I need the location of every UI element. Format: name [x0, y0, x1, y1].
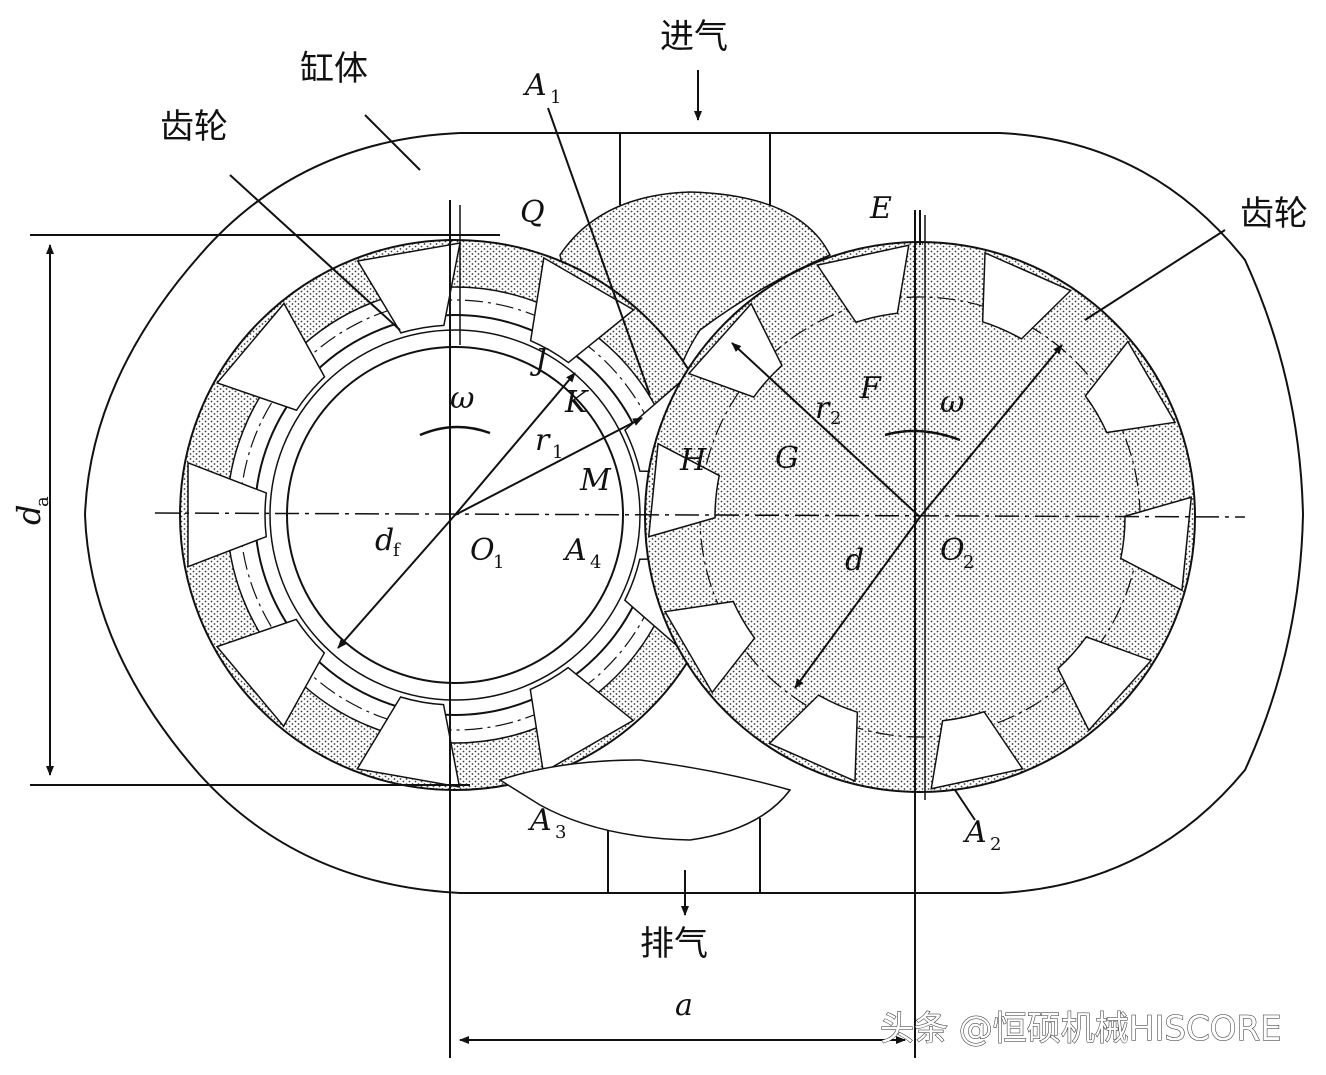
label-G: G: [775, 441, 799, 476]
label-da: d: [10, 505, 48, 525]
gear-tooth: [356, 696, 461, 788]
outlet-oil-pocket: [498, 759, 792, 841]
label-df: d: [375, 523, 394, 558]
label-d: d: [845, 543, 864, 578]
label-O2-sub: 2: [963, 552, 974, 573]
label-r2-sub: 2: [830, 408, 841, 429]
label-Q: Q: [520, 195, 545, 230]
label-O1: O: [470, 533, 495, 568]
label-omega-left: ω: [450, 381, 474, 416]
gear-tooth: [529, 256, 635, 364]
label-O2: O: [940, 533, 965, 568]
casing-label: 缸体: [300, 49, 368, 89]
gear-tooth: [1084, 340, 1177, 434]
gear-tooth: [215, 302, 326, 412]
rotation-arrows: [419, 425, 961, 442]
label-a: a: [675, 988, 693, 1023]
label-da-sub: a: [32, 496, 53, 507]
inlet-label: 进气: [660, 17, 728, 57]
gear-left-label: 齿轮: [160, 107, 228, 147]
watermark-text: 头条 @恒硕机械HISCORE: [880, 1009, 1282, 1049]
gear-tooth: [215, 618, 326, 728]
gear-tooth: [187, 461, 268, 568]
gear-tooth: [356, 242, 461, 334]
label-r2: r: [815, 391, 831, 426]
gear-tooth: [981, 251, 1072, 340]
label-A3: A: [527, 803, 552, 838]
label-df-sub: f: [393, 540, 401, 561]
label-A1: A: [522, 68, 547, 103]
label-H: H: [679, 443, 707, 478]
gear-tooth: [768, 694, 859, 783]
label-A4: A: [562, 533, 587, 568]
label-F: F: [859, 371, 882, 406]
inlet-port: [619, 70, 771, 205]
label-A2-sub: 2: [990, 834, 1001, 855]
label-omega-right: ω: [940, 385, 964, 420]
label-r1-sub: 1: [552, 442, 563, 463]
gear-tooth: [930, 710, 1024, 790]
gear-tooth: [647, 442, 721, 538]
label-K: K: [564, 385, 589, 420]
labels: 进气 排气 缸体 齿轮 齿轮 A 1 A 2 A 3 A 4 Q E J K M…: [10, 17, 1308, 1023]
label-M: M: [579, 463, 612, 498]
label-E: E: [869, 191, 892, 226]
gear-tooth: [1057, 635, 1153, 732]
label-A3-sub: 3: [555, 822, 566, 843]
casing-outline: [83, 132, 1305, 894]
label-A1-sub: 1: [550, 87, 561, 108]
left-gear-teeth: [187, 242, 725, 788]
label-r1: r: [535, 423, 551, 458]
right-gear-teeth: [647, 244, 1193, 790]
gear-tooth: [816, 244, 910, 324]
gear-right-label: 齿轮: [1240, 194, 1308, 234]
outlet-label: 排气: [640, 924, 708, 964]
gear-tooth: [663, 600, 756, 694]
label-A4-sub: 4: [590, 552, 601, 573]
dimension-lines: [30, 107, 1246, 1058]
gear-tooth: [529, 666, 635, 774]
label-A2: A: [962, 815, 987, 850]
label-O1-sub: 1: [493, 552, 504, 573]
